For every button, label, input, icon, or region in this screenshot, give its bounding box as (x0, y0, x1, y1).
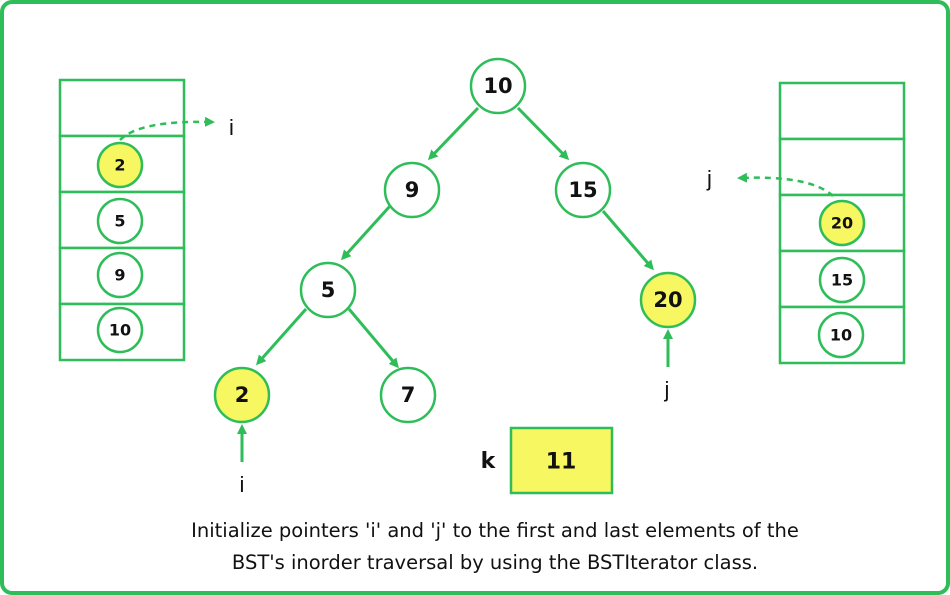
tree-node-2-label: 2 (235, 383, 250, 407)
left-stack-value-10: 10 (109, 321, 131, 340)
right-stack-value-20: 20 (831, 214, 853, 233)
tree-node-10-label: 10 (483, 74, 512, 98)
edge-5-2 (256, 308, 308, 366)
left-stack-node-9 (96, 251, 144, 299)
tree-node-9-label: 9 (405, 178, 420, 202)
left-stack-node-10 (96, 306, 144, 354)
tree-node-7 (379, 366, 437, 424)
edge-10-15 (516, 106, 570, 161)
left-stack-cell-0 (58, 78, 186, 138)
right-stack-node-10 (817, 311, 865, 359)
tree-node-9 (383, 161, 441, 219)
right-stack: 20 15 10 (778, 81, 906, 365)
right-stack-j-label: j (706, 166, 712, 191)
tree-node-5 (299, 261, 357, 319)
target-k-label: k (481, 449, 497, 474)
right-stack-node-15 (818, 256, 866, 304)
caption-line-2: BST's inorder traversal by using the BST… (232, 551, 758, 574)
tree-node-15 (554, 161, 612, 219)
left-stack-node-5 (96, 197, 144, 245)
tree-node-5-label: 5 (321, 278, 336, 302)
edge-9-5 (340, 204, 392, 261)
caption-line-1: Initialize pointers 'i' and 'j' to the f… (191, 519, 799, 542)
left-stack-node-2 (96, 141, 144, 189)
target-k-box (509, 426, 614, 495)
right-stack-cell-1 (778, 137, 906, 197)
left-stack-value-9: 9 (114, 266, 125, 285)
tree-node-10 (469, 57, 527, 115)
tree-edges (256, 106, 654, 369)
edge-5-7 (347, 308, 399, 369)
tree-node-7-label: 7 (401, 383, 416, 407)
left-stack: 2 5 9 10 (58, 78, 186, 362)
right-stack-node-20 (818, 199, 866, 247)
right-stack-value-15: 15 (831, 271, 853, 290)
tree-node-2 (213, 366, 271, 424)
left-stack-i-label: i (229, 115, 234, 140)
tree-node-20 (639, 271, 697, 329)
tree-node-20-label: 20 (653, 288, 682, 312)
left-stack-pointer-arrow (119, 116, 215, 141)
target-k-value: 11 (546, 450, 577, 475)
left-stack-value-5: 5 (114, 212, 125, 231)
pointer-j-label: j (664, 377, 670, 402)
bst-tree: 10 9 15 5 20 2 7 (213, 57, 697, 424)
edge-15-20 (601, 210, 654, 271)
left-stack-value-2: 2 (114, 156, 125, 175)
tree-node-15-label: 15 (568, 178, 597, 202)
right-stack-cell-0 (778, 81, 906, 141)
edge-10-9 (427, 106, 480, 161)
right-stack-pointer-arrow (737, 172, 834, 197)
pointer-i-label: i (240, 472, 245, 497)
right-stack-value-10: 10 (830, 326, 852, 345)
